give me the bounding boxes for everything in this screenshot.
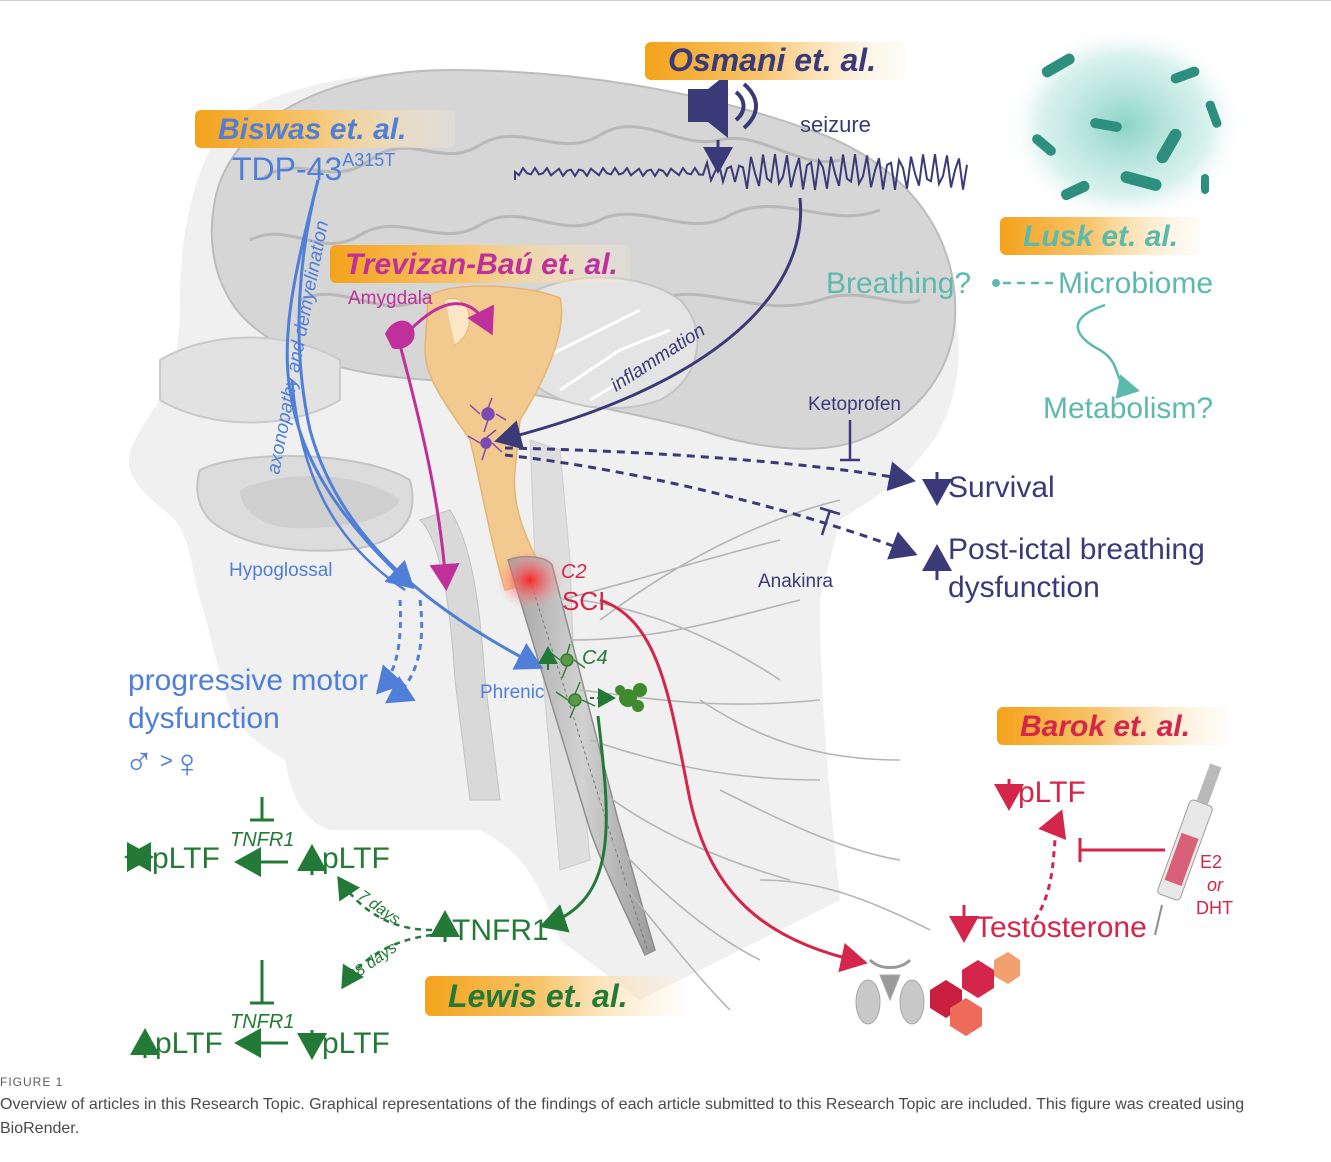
tag-barok: Barok et. al. [997, 707, 1227, 745]
tnfr1-italic-top: TNFR1 [230, 829, 294, 851]
tag-osmani-text: Osmani et. al. [668, 42, 876, 78]
nasal-cavity [160, 338, 340, 423]
tnfr1-up-label: TNFR1 [452, 914, 549, 947]
or-label: or [1207, 875, 1224, 895]
testosterone-label: Testosterone [975, 911, 1147, 944]
greater-than: > [160, 748, 173, 773]
phrenic-label: Phrenic [480, 682, 544, 703]
tag-trevizan: Trevizan-Baú et. al. [330, 245, 630, 283]
postictal-line1: Post-ictal breathing [948, 533, 1205, 566]
tag-lusk: Lusk et. al. [1000, 217, 1200, 255]
breathing-label: Breathing? [826, 267, 971, 300]
sci-label: SCI [562, 586, 605, 616]
days28-label: 28 days [344, 939, 400, 986]
postictal-line2: dysfunction [948, 571, 1100, 604]
tag-lewis: Lewis et. al. [425, 976, 685, 1016]
hypoglossal-label: Hypoglossal [229, 560, 333, 581]
tnfr1-italic-bottom: TNFR1 [230, 1011, 294, 1033]
days7-label: 7 days [355, 887, 403, 928]
pltf-red-label: pLTF [1018, 776, 1086, 809]
pltf-top-left: pLTF [152, 842, 220, 875]
tag-barok-text: Barok et. al. [1020, 710, 1190, 743]
testosterone-molecule-icon [930, 952, 1020, 1036]
tag-lewis-text: Lewis et. al. [448, 978, 628, 1014]
tag-biswas: Biswas et. al. [195, 110, 455, 148]
seizure-label: seizure [800, 112, 871, 137]
tag-biswas-text: Biswas et. al. [218, 113, 406, 146]
pltf-bottom-right: pLTF [322, 1027, 390, 1060]
tag-trevizan-text: Trevizan-Baú et. al. [345, 248, 618, 281]
dht-label: DHT [1196, 898, 1233, 918]
ketoprofen-label: Ketoprofen [808, 394, 901, 415]
motor-dysfunction-line2: dysfunction [128, 702, 280, 735]
hormone-inhibitor [1080, 838, 1165, 862]
female-symbol: ♀ [172, 742, 202, 786]
testosterone-to-pltf-dashed [1035, 815, 1060, 920]
pltf-top-right: pLTF [322, 842, 390, 875]
c4-label: C4 [582, 647, 608, 669]
pltf-bottom-left: pLTF [155, 1027, 223, 1060]
amygdala-label: Amygdala [348, 288, 433, 309]
breathing-dot [992, 279, 1000, 287]
microbiome-label: Microbiome [1058, 267, 1213, 300]
microbiome-cloud [1005, 25, 1245, 225]
gonad-icon [856, 960, 924, 1024]
figure-caption: Overview of articles in this Research To… [0, 1093, 1300, 1141]
male-symbol: ♂ [124, 740, 154, 784]
tag-lusk-text: Lusk et. al. [1023, 220, 1178, 253]
microbiome-metabolism-arrow [1078, 305, 1135, 390]
sci-lesion [496, 550, 564, 610]
motor-dysfunction-line1: progressive motor [128, 664, 368, 697]
tag-osmani: Osmani et. al. [645, 42, 905, 80]
e2-label: E2 [1200, 852, 1222, 872]
top-inhibitor [250, 797, 274, 820]
survival-label: Survival [948, 471, 1055, 504]
metabolism-label: Metabolism? [1043, 392, 1213, 425]
figure-label: FIGURE 1 [0, 1075, 63, 1089]
c2-label: C2 [561, 561, 587, 583]
bottom-inhibitor [250, 960, 274, 1003]
anakinra-label: Anakinra [758, 571, 833, 592]
